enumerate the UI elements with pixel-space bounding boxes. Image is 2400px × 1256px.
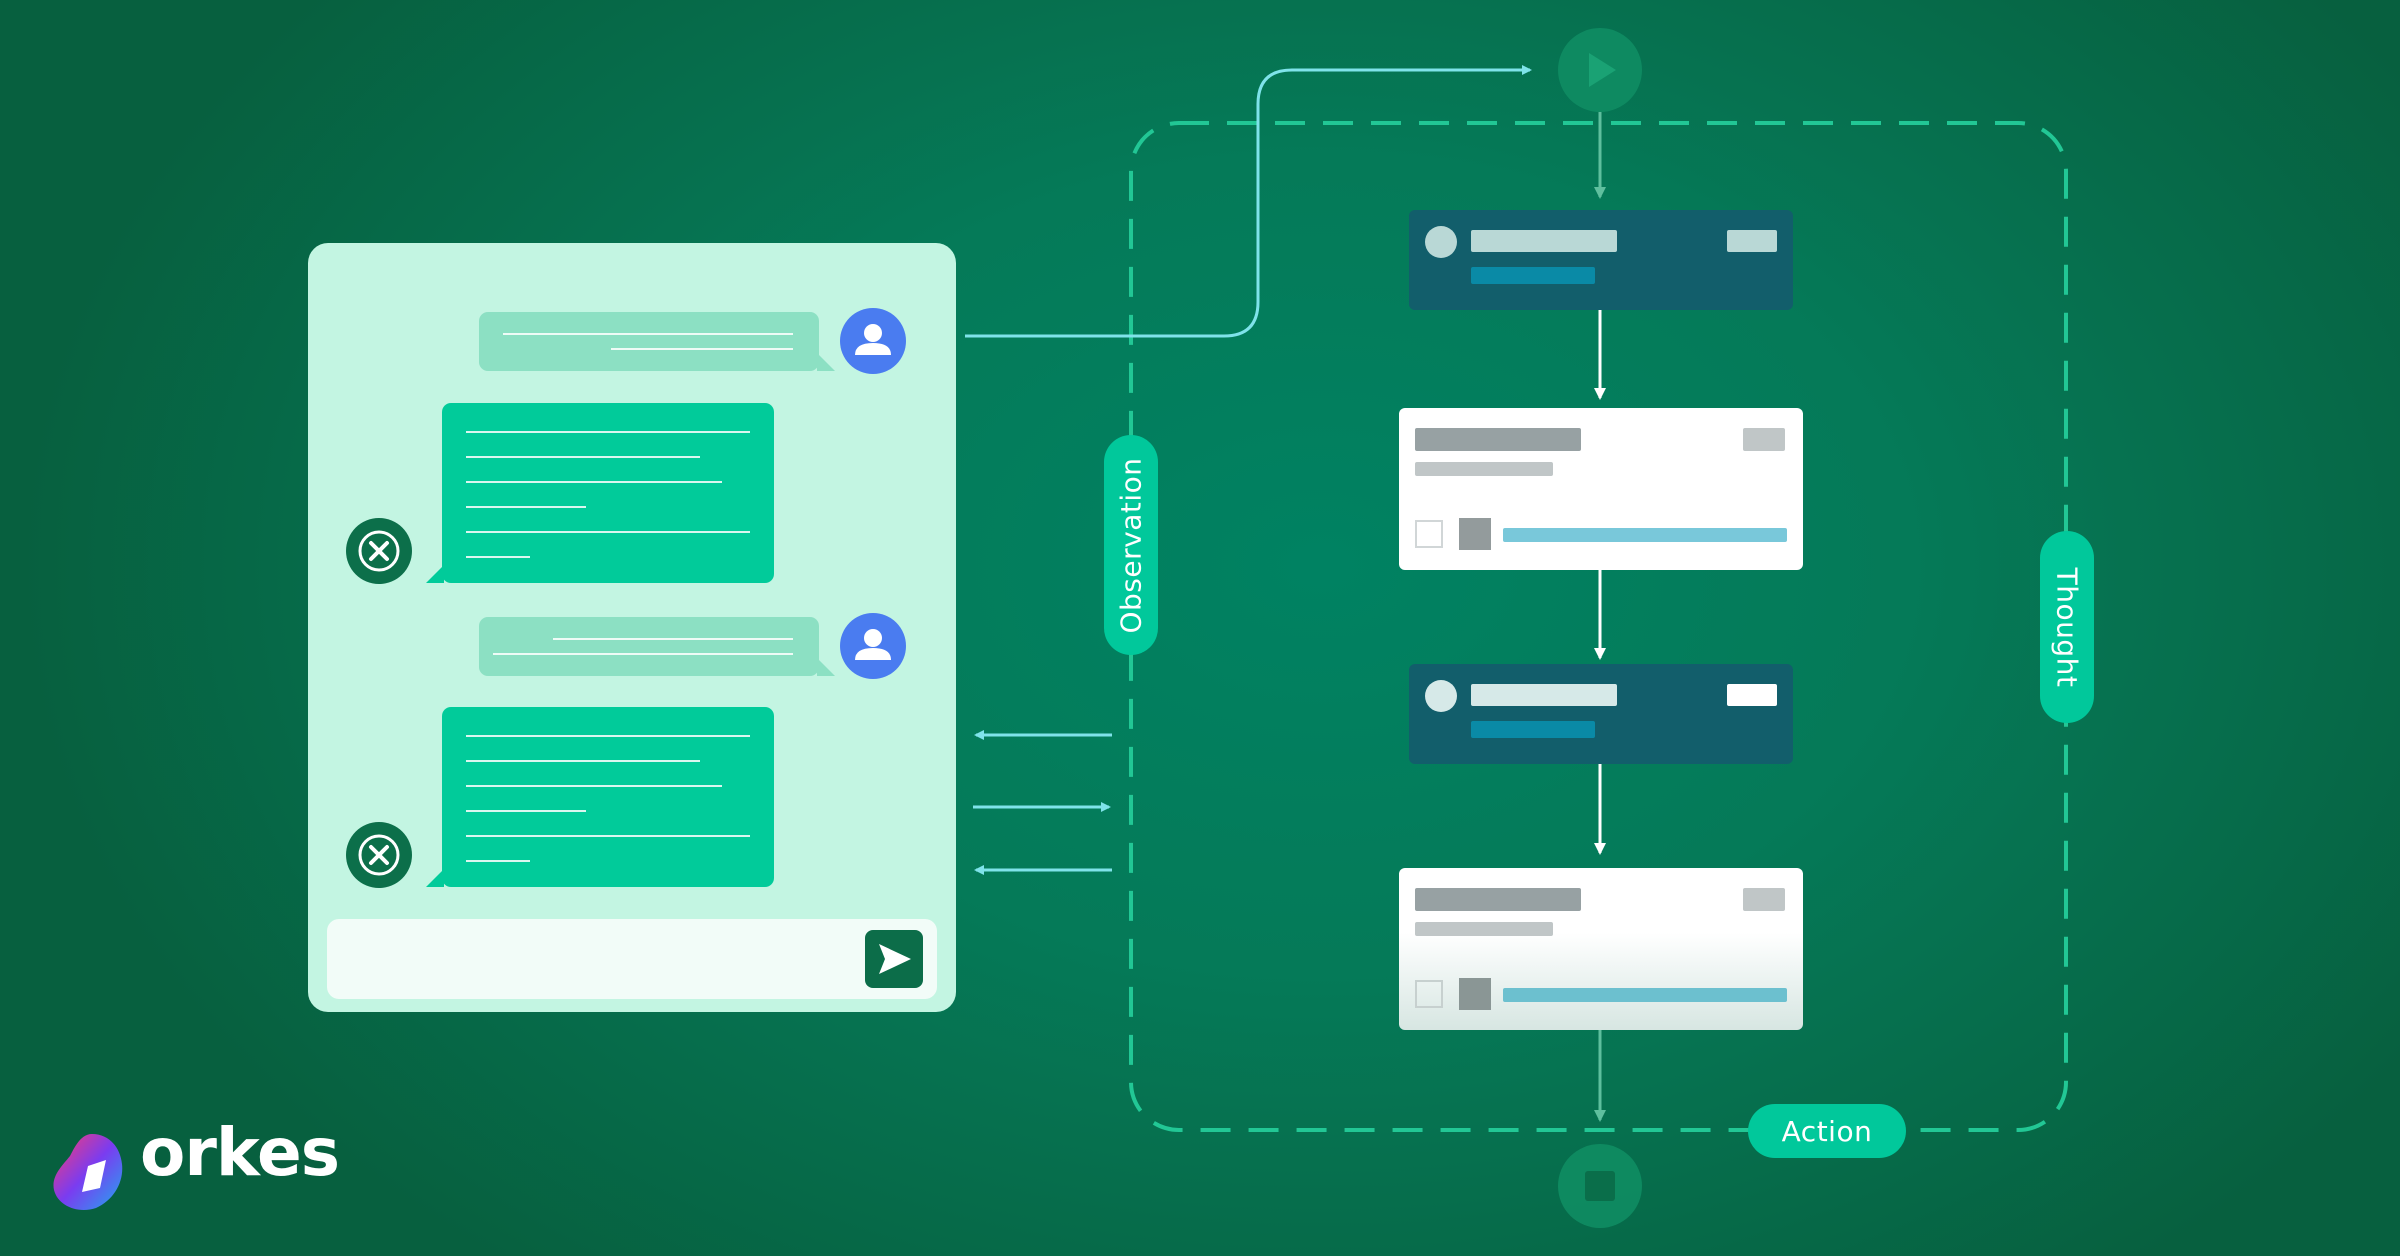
user-avatar-1 (840, 308, 906, 374)
user-icon (855, 629, 891, 660)
play-icon (1589, 53, 1616, 87)
workflow-task-card-3 (1409, 664, 1793, 764)
user-message-2 (479, 617, 835, 676)
agent-message-1 (426, 403, 774, 583)
workflow-task-card-4 (1399, 868, 1803, 1030)
agent-avatar-1 (346, 518, 412, 584)
agent-message-2 (426, 707, 774, 887)
stop-icon (1585, 1171, 1615, 1201)
send-button[interactable] (865, 930, 923, 988)
orkes-logo-icon (53, 1134, 123, 1210)
close-x-icon (358, 834, 400, 876)
user-icon (855, 324, 891, 355)
user-message-1 (479, 312, 835, 371)
observation-label: Observation (1104, 435, 1158, 655)
agent-avatar-2 (346, 822, 412, 888)
workflow-task-card-1 (1409, 210, 1793, 310)
stop-node (1558, 1144, 1642, 1228)
chat-to-start-connector (965, 65, 1532, 338)
workflow-task-card-2 (1399, 408, 1803, 570)
message-input[interactable] (327, 919, 937, 999)
action-label: Action (1748, 1104, 1906, 1158)
thought-label: Thought (2040, 531, 2094, 723)
start-node (1558, 28, 1642, 112)
close-x-icon (358, 530, 400, 572)
brand-wordmark: orkes (140, 1114, 340, 1191)
user-avatar-2 (840, 613, 906, 679)
send-arrow-icon (879, 944, 911, 974)
chat-panel (308, 243, 956, 1012)
